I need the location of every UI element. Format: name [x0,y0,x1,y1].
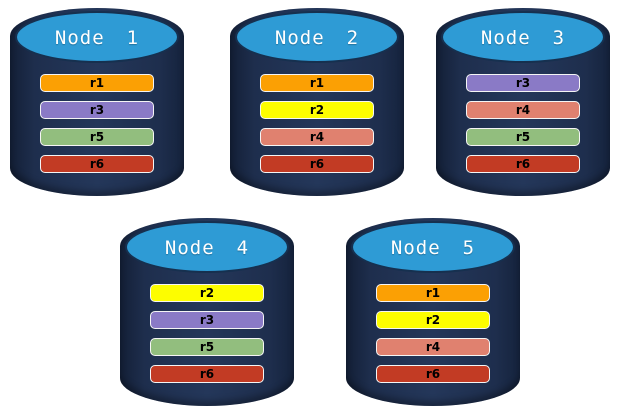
node-title: Node 1 [54,27,140,49]
replica-bar: r2 [150,284,264,302]
cylinder-top-ellipse: Node 5 [351,221,515,273]
replica-bar: r6 [260,155,374,173]
replica-bar-list: r3 r4 r5 r6 [466,74,580,173]
replica-bar-list: r1 r2 r4 r6 [376,284,490,383]
replica-bar: r1 [260,74,374,92]
replica-bar: r2 [260,101,374,119]
replica-bar: r3 [150,311,264,329]
cylinder-top-ellipse: Node 2 [235,11,399,63]
replica-bar: r3 [466,74,580,92]
replica-bar-list: r2 r3 r5 r6 [150,284,264,383]
replica-bar: r5 [150,338,264,356]
replica-bar-list: r1 r3 r5 r6 [40,74,154,173]
node-3-cylinder: Node 3 r3 r4 r5 r6 [436,8,610,196]
cylinder-top-ellipse: Node 4 [125,221,289,273]
replica-bar: r6 [150,365,264,383]
replica-bar: r4 [466,101,580,119]
replica-bar: r4 [376,338,490,356]
replica-bar: r5 [466,128,580,146]
node-title: Node 3 [480,27,566,49]
node-title: Node 4 [164,237,250,259]
replica-bar: r6 [40,155,154,173]
replica-bar-list: r1 r2 r4 r6 [260,74,374,173]
node-title: Node 2 [274,27,360,49]
replica-bar: r1 [376,284,490,302]
node-4-cylinder: Node 4 r2 r3 r5 r6 [120,218,294,406]
replica-bar: r2 [376,311,490,329]
replica-bar: r5 [40,128,154,146]
replica-bar: r6 [376,365,490,383]
replica-bar: r4 [260,128,374,146]
cylinder-top-ellipse: Node 1 [15,11,179,63]
cylinder-top-ellipse: Node 3 [441,11,605,63]
node-title: Node 5 [390,237,476,259]
replica-bar: r1 [40,74,154,92]
node-5-cylinder: Node 5 r1 r2 r4 r6 [346,218,520,406]
node-1-cylinder: Node 1 r1 r3 r5 r6 [10,8,184,196]
node-2-cylinder: Node 2 r1 r2 r4 r6 [230,8,404,196]
replica-bar: r3 [40,101,154,119]
replica-bar: r6 [466,155,580,173]
